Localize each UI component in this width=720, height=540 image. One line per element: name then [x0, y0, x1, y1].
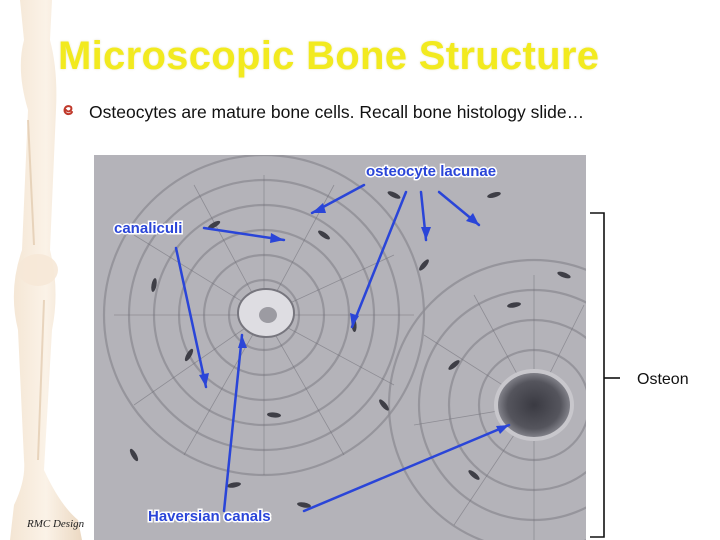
osteocyte-lacunae-label: osteocyte lacunae — [366, 163, 496, 180]
osteon-label: Osteon — [637, 371, 689, 388]
haversian-canals-label: Haversian canals — [148, 508, 271, 525]
body-text: Osteocytes are mature bone cells. Recall… — [89, 102, 585, 122]
footer-credit: RMC Design — [27, 518, 85, 530]
leg-bone-illustration — [10, 0, 82, 540]
bone-histology-micrograph: osteocyte lacunae canaliculi Haversian c… — [94, 155, 586, 540]
slide-title: Microscopic Bone Structure — [58, 34, 600, 78]
osteon-bracket — [590, 212, 620, 538]
canaliculi-label: canaliculi — [114, 220, 182, 237]
spiral-bullet-icon — [63, 105, 73, 116]
